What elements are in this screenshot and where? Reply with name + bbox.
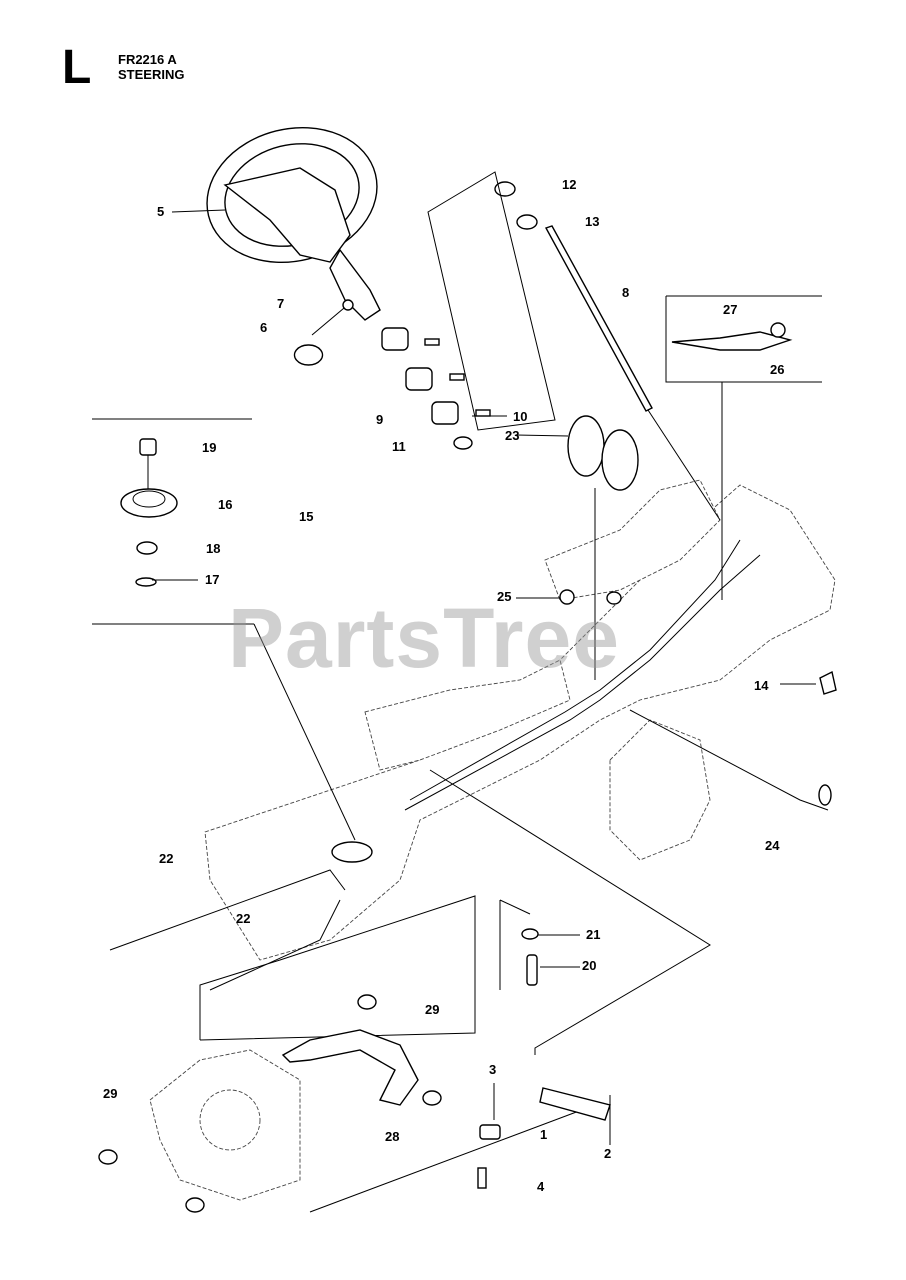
steering-wheel <box>206 126 381 321</box>
callout-14[interactable]: 14 <box>754 678 769 693</box>
callout-20[interactable]: 20 <box>582 958 597 973</box>
steering-column-parts <box>293 299 491 450</box>
callout-6[interactable]: 6 <box>260 320 268 335</box>
callout-5[interactable]: 5 <box>157 204 165 219</box>
steering-shaft <box>427 171 721 521</box>
callout-9[interactable]: 9 <box>376 412 384 427</box>
callout-18[interactable]: 18 <box>206 541 221 556</box>
callout-23[interactable]: 23 <box>505 428 520 443</box>
section-letter: L <box>62 41 92 94</box>
diagram-title: STEERING <box>118 67 185 82</box>
callout-11[interactable]: 11 <box>392 439 406 454</box>
callout-19[interactable]: 19 <box>202 440 217 455</box>
callout-10[interactable]: 10 <box>513 409 528 424</box>
inset-cable-end <box>665 295 822 600</box>
callout-21[interactable]: 21 <box>586 927 601 942</box>
callout-29-right[interactable]: 29 <box>425 1002 440 1017</box>
callout-13[interactable]: 13 <box>585 214 600 229</box>
callout-28[interactable]: 28 <box>385 1129 400 1144</box>
callout-25[interactable]: 25 <box>497 589 512 604</box>
callout-3[interactable]: 3 <box>489 1062 497 1077</box>
transaxle <box>149 719 711 1201</box>
callout-12[interactable]: 12 <box>562 177 577 192</box>
callout-2[interactable]: 2 <box>604 1146 612 1161</box>
callout-22-lower[interactable]: 22 <box>236 911 251 926</box>
callout-17[interactable]: 17 <box>205 572 220 587</box>
callout-16[interactable]: 16 <box>218 497 233 512</box>
callout-8[interactable]: 8 <box>622 285 630 300</box>
callout-15[interactable]: 15 <box>299 509 314 524</box>
callout-1[interactable]: 1 <box>540 1127 548 1142</box>
callout-4[interactable]: 4 <box>537 1179 545 1194</box>
steering-pulleys <box>567 415 639 680</box>
watermark: PartsTree <box>228 591 620 685</box>
callout-22-upper[interactable]: 22 <box>159 851 174 866</box>
model-number: FR2216 A <box>118 52 177 67</box>
callout-24[interactable]: 24 <box>765 838 780 853</box>
callout-27[interactable]: 27 <box>723 302 738 317</box>
leader-lines <box>92 209 816 1213</box>
callout-29-left[interactable]: 29 <box>103 1086 118 1101</box>
callout-7[interactable]: 7 <box>277 296 285 311</box>
chassis-frame <box>204 479 836 961</box>
bottom-hardware <box>98 589 837 1213</box>
steering-cables <box>109 539 832 991</box>
callout-26[interactable]: 26 <box>770 362 785 377</box>
pulley-assembly <box>92 418 252 587</box>
